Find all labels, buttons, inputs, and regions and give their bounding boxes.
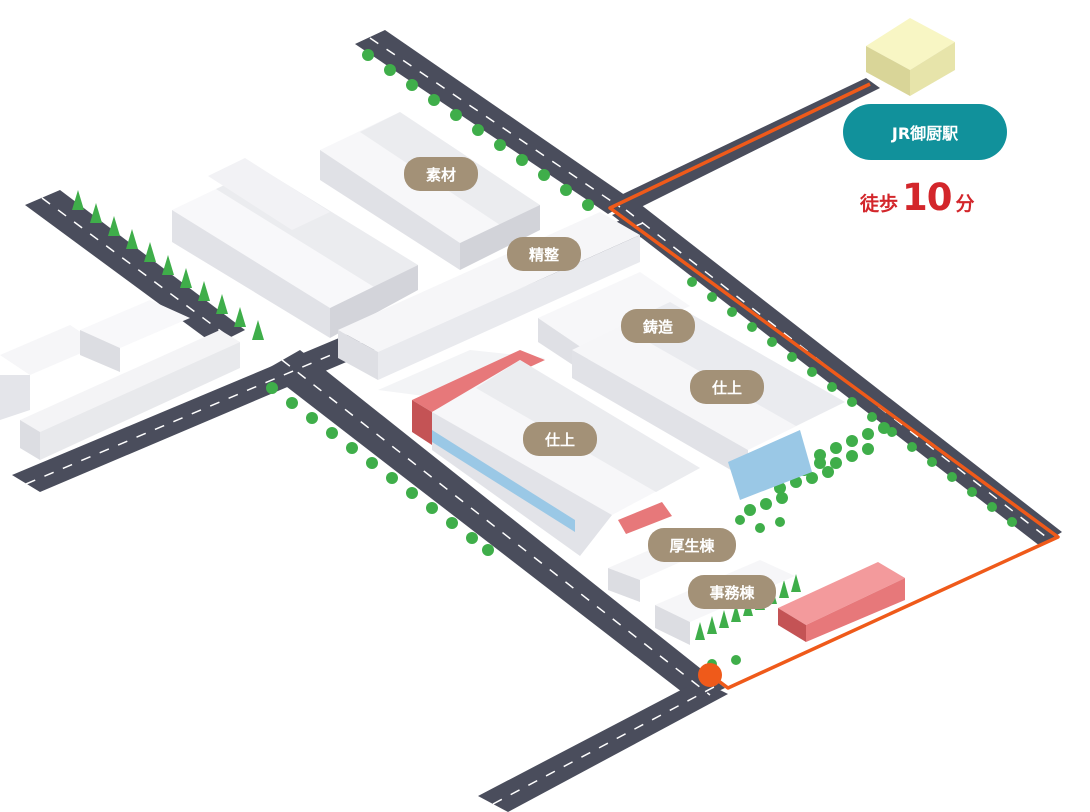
trees-right-road — [687, 277, 1017, 527]
walk-prefix: 徒歩 — [860, 193, 899, 215]
label-jimuto[interactable]: 事務棟 — [688, 575, 776, 609]
trees-main-road — [266, 382, 494, 556]
label-kouseito[interactable]: 厚生棟 — [648, 528, 736, 562]
label-shiage-right[interactable]: 仕上 — [690, 370, 764, 404]
walking-route — [608, 82, 1060, 690]
label-shiage-left[interactable]: 仕上 — [523, 422, 597, 456]
walk-suffix: 分 — [955, 193, 975, 215]
trees-upper-left — [72, 190, 264, 340]
road-main-southeast — [265, 350, 725, 702]
tree-rows — [72, 49, 1017, 669]
entrance-marker — [698, 663, 722, 687]
trees-cluster — [735, 422, 890, 533]
building-left-large — [172, 158, 418, 338]
station-building — [866, 18, 955, 96]
building-left-edge — [0, 300, 240, 460]
label-sozai[interactable]: 素材 — [404, 157, 478, 191]
label-seisei[interactable]: 精整 — [507, 237, 581, 271]
walk-time: 徒歩 10 分 — [860, 176, 975, 219]
building-red-warehouse — [778, 562, 905, 642]
trees-top-diagonal — [362, 49, 594, 211]
station-label[interactable]: JR御厨駅 — [843, 104, 1007, 160]
label-chuzo[interactable]: 鋳造 — [621, 309, 695, 343]
road-upper-left — [25, 190, 245, 345]
walk-minutes: 10 — [902, 176, 952, 219]
